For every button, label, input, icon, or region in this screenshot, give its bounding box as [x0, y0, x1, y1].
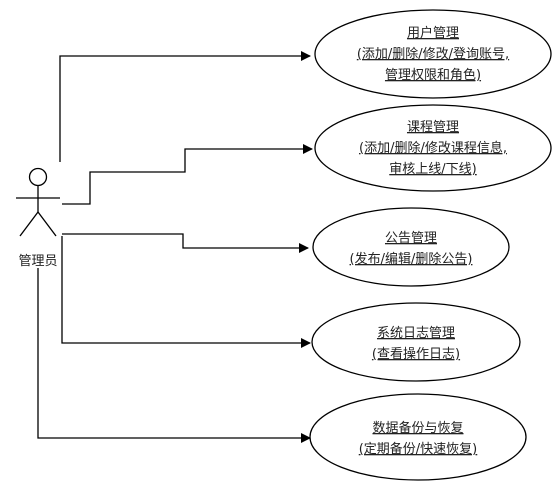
- actor-label: 管理员: [18, 254, 57, 269]
- use-case-title: 用户管理: [407, 25, 459, 41]
- use-case-data-backup[interactable]: 数据备份与恢复 (定期备份/快速恢复): [309, 393, 527, 481]
- use-case-detail-line: (添加/删除/修改/登询账号,: [357, 47, 509, 62]
- use-case-ellipse: [314, 9, 552, 99]
- connector-data-backup: [37, 268, 311, 443]
- use-case-ellipse: [312, 207, 510, 287]
- use-case-title: 数据备份与恢复: [372, 420, 463, 436]
- connector-announcement-management: [62, 233, 309, 253]
- use-case-detail-line: (查看操作日志): [372, 346, 460, 362]
- use-case-ellipse: [314, 104, 552, 192]
- use-case-title: 系统日志管理: [377, 326, 455, 341]
- use-case-detail-line: 管理权限和角色): [385, 67, 481, 83]
- use-case-title: 公告管理: [385, 231, 437, 246]
- use-case-ellipse: [311, 302, 521, 382]
- use-case-course-management[interactable]: 课程管理 (添加/删除/修改课程信息, 审核上线/下线): [314, 104, 552, 192]
- use-case-ellipse: [309, 393, 527, 481]
- use-case-detail-line: 审核上线/下线): [389, 162, 476, 177]
- actor-head: [28, 167, 48, 187]
- use-case-user-management[interactable]: 用户管理 (添加/删除/修改/登询账号, 管理权限和角色): [314, 9, 552, 99]
- connector-user-management: [59, 51, 311, 162]
- actor-leg-left: [19, 211, 39, 237]
- use-case-announcement-management[interactable]: 公告管理 (发布/编辑/删除公告): [312, 207, 510, 287]
- actor-figure: [16, 167, 60, 237]
- use-case-title: 课程管理: [407, 120, 459, 135]
- connector-course-management: [62, 144, 313, 205]
- use-case-detail-line: (发布/编辑/删除公告): [350, 251, 473, 267]
- connector-system-log-management: [61, 236, 311, 348]
- use-case-detail-line: (添加/删除/修改课程信息,: [359, 140, 507, 156]
- use-case-detail-line: (定期备份/快速恢复): [359, 441, 478, 457]
- use-case-system-log-management[interactable]: 系统日志管理 (查看操作日志): [311, 302, 521, 382]
- actor-leg-right: [37, 211, 57, 237]
